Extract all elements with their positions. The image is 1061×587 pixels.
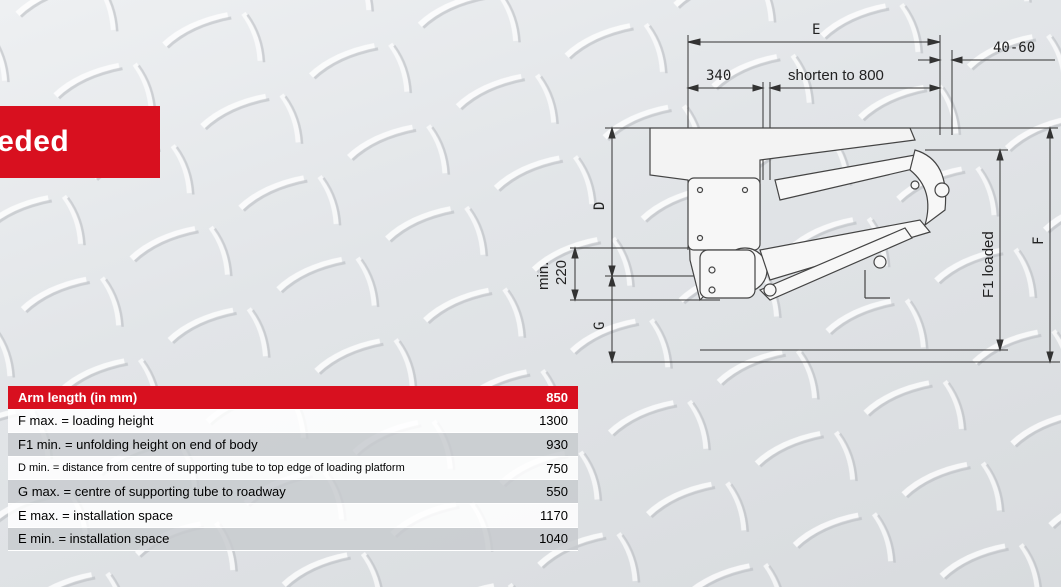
label-g: G xyxy=(592,322,608,330)
row-label: E min. = installation space xyxy=(8,527,498,552)
row-label: G max. = centre of supporting tube to ro… xyxy=(8,479,498,504)
arrow-head xyxy=(571,246,579,259)
label-f1-loaded: F1 loaded xyxy=(980,231,997,298)
label-f: F xyxy=(1031,237,1047,245)
table-header-row: Arm length (in mm) 850 xyxy=(8,386,578,410)
tail-lift-technical-drawing: E 40-60 340 shorten to 800 D min. 220 G … xyxy=(535,22,1060,364)
arrow-head xyxy=(768,84,781,92)
arrow-head xyxy=(1046,351,1054,364)
arrow-head xyxy=(996,148,1004,161)
label-340: 340 xyxy=(706,68,731,84)
row-label: F max. = loading height xyxy=(8,409,498,434)
arrow-head xyxy=(950,56,963,64)
table-row: E min. = installation space 1040 xyxy=(8,527,578,552)
arrow-head xyxy=(1046,126,1054,139)
arrow-head xyxy=(608,274,616,287)
label-e: E xyxy=(812,22,820,38)
arrow-head xyxy=(608,126,616,139)
arrow-head xyxy=(686,84,699,92)
table-row: G max. = centre of supporting tube to ro… xyxy=(8,479,578,504)
header-label: Arm length (in mm) xyxy=(8,386,498,410)
arrow-head xyxy=(996,339,1004,352)
row-value: 1040 xyxy=(498,527,578,552)
banner-text: eeded xyxy=(0,125,70,158)
arrow-head xyxy=(687,38,701,46)
table-row: F1 min. = unfolding height on end of bod… xyxy=(8,432,578,457)
header-value: 850 xyxy=(498,386,578,410)
arrow-head xyxy=(929,84,942,92)
row-value: 1170 xyxy=(498,503,578,528)
label-d: D xyxy=(592,202,608,210)
arrow-head xyxy=(608,265,616,278)
label-min: min. xyxy=(535,262,552,290)
table-row: D min. = distance from centre of support… xyxy=(8,456,578,481)
row-value: 930 xyxy=(498,432,578,457)
section-banner: eeded xyxy=(0,106,160,178)
label-range: 40-60 xyxy=(993,40,1035,56)
row-value: 1300 xyxy=(498,409,578,434)
arrow-head xyxy=(608,351,616,364)
row-value: 750 xyxy=(498,456,578,481)
table-row: E max. = installation space 1170 xyxy=(8,503,578,528)
spec-table: Arm length (in mm) 850 F max. = loading … xyxy=(8,386,578,552)
lift-mechanism xyxy=(649,127,950,302)
table-row: F max. = loading height 1300 xyxy=(8,409,578,434)
arrow-head xyxy=(571,289,579,302)
row-label: D min. = distance from centre of support… xyxy=(8,456,498,481)
arrow-head xyxy=(752,84,765,92)
row-label: E max. = installation space xyxy=(8,503,498,528)
arrow-head xyxy=(927,38,941,46)
label-220: 220 xyxy=(553,260,570,285)
row-value: 550 xyxy=(498,479,578,504)
row-label: F1 min. = unfolding height on end of bod… xyxy=(8,432,498,457)
label-shorten: shorten to 800 xyxy=(788,67,884,84)
arrow-head xyxy=(929,56,942,64)
